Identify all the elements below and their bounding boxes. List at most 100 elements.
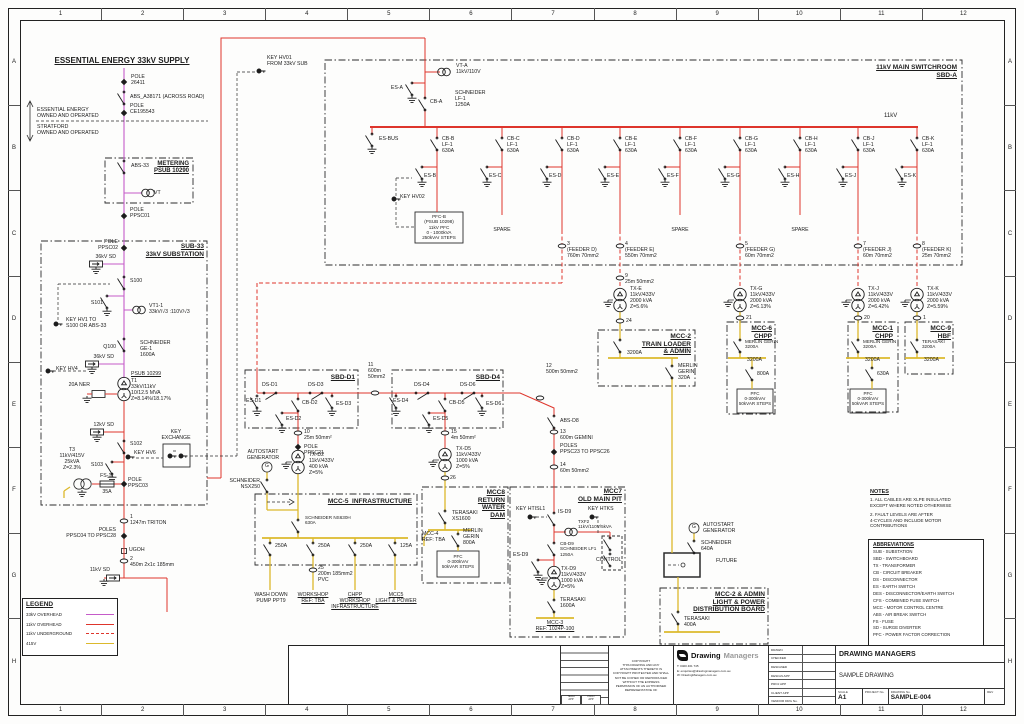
key-hv02-label: KEY HV02: [400, 194, 425, 200]
mcc5-f1-rating: 250A: [275, 543, 288, 549]
sd-36kv-2-label: 36kV SD: [93, 354, 114, 360]
ds-d3-label: DS-D3: [308, 382, 324, 388]
ugoh-label: UGOH: [129, 547, 145, 553]
abbreviation-item-3: CB - CIRCUIT BREAKER: [873, 569, 922, 575]
grid-ref-left-H: H: [11, 658, 17, 665]
pole-ppsc01-label: POLE PPSC01: [130, 207, 150, 220]
abs-33-label: ABS-33: [131, 163, 149, 169]
sd-36kv-1-label: 36kV SD: [95, 254, 116, 260]
key-htisl1-label: KEY HTISL1: [516, 506, 546, 512]
grid-ref-right-B: B: [1004, 106, 1016, 192]
legend-item-2: 11kV UNDERGROUND: [26, 629, 114, 639]
mcc6-feeder-rating: 800A: [757, 371, 770, 377]
autostart-1-label: AUTOSTART GENERATOR: [246, 449, 280, 462]
pole-ce195543-label: POLE CE195543: [130, 103, 155, 116]
cb-d2-label: CB-D2: [302, 400, 318, 406]
key-interlock-lines: [36, 71, 679, 566]
fs11-rating: 35A: [102, 489, 112, 495]
mcc6-box: [726, 321, 776, 415]
grid-ref-bottom-1: 1: [20, 704, 103, 716]
fs11-label: FS-11: [100, 473, 114, 479]
approval-row-6: VENDOR DRG No.: [769, 697, 835, 706]
cable-13-label: 13 600m GEMINI: [560, 429, 593, 442]
grid-ref-top-2: 2: [102, 8, 185, 20]
legend-item-0: 33kV OVERHEAD: [26, 610, 114, 620]
drawing-managers-logo-icon: [677, 650, 688, 661]
abs-d8-label: ABS-D8: [560, 418, 579, 424]
project-no-cell: PROJECT No.: [863, 689, 889, 705]
wires-11kv: [87, 37, 918, 612]
scale-label: SCALE: [838, 690, 848, 694]
mcc1-incomer: MERLIN GERIN 3200A: [863, 339, 897, 350]
es-j-label: ES-J: [845, 173, 857, 179]
rev-cell: REV: [985, 689, 1004, 705]
es-a-label: ES-A: [390, 85, 403, 91]
cb-c-label: CB-C LF-1 630A: [507, 136, 520, 155]
legend-item-label: 33kV OVERHEAD: [26, 612, 62, 618]
cb-j-label: CB-J LF-1 630A: [863, 136, 876, 155]
mcc7-box: [509, 486, 626, 638]
cable-9-label: 9 25m 50mm2: [625, 273, 654, 286]
mcc2-feeder-rating: MERLIN GERIN 320A: [678, 363, 698, 382]
legend-item-label: 415V: [26, 640, 37, 646]
approval-label: PROJ APP: [769, 680, 803, 688]
approval-row-5: CLIENT APP: [769, 688, 835, 698]
es-d4-label: ES-D4: [393, 398, 409, 404]
revision-cell-0: TECH APP: [561, 695, 581, 705]
legend-title: LEGEND: [26, 601, 54, 608]
supply-title: ESSENTIAL ENERGY 33kV SUPPLY: [54, 56, 190, 65]
abbreviations-title: ABBREVIATIONS: [873, 542, 915, 548]
grid-ref-bottom-10: 10: [759, 704, 841, 716]
copyright-block: COPYRIGHT THIS DRAWING AND ANY ATTACHMEN…: [609, 646, 674, 705]
grid-ref-left-G: G: [8, 534, 20, 620]
grid-ref-bottom-11: 11: [841, 704, 923, 716]
notes-block: NOTES 1. ALL CABLES ARE XLPE INSULATED E…: [870, 489, 982, 532]
drawing-title: SAMPLE DRAWING: [836, 663, 1004, 689]
cb-a-rating: SCHNEIDER LF-1 1250A: [455, 90, 486, 109]
copyright-text: COPYRIGHT THIS DRAWING AND ANY ATTACHMEN…: [612, 658, 670, 693]
feeder-e-label: 4 (FEEDER E) 550m 70mm2: [625, 241, 657, 260]
s100-label: S100: [130, 278, 143, 284]
approval-label: DRAWN: [769, 646, 803, 654]
cable-15-label: 15 4m 50mm²: [451, 429, 476, 442]
grid-ref-right-A: A: [1004, 20, 1016, 106]
s101-label: S101: [90, 300, 103, 306]
mcc1-pfc-boxframe: [849, 388, 887, 414]
mcc8-incomer: TERASAKI XS1600: [452, 510, 478, 523]
tx-g-label: TX-G 11kV/433V 2000 kVA Z=6.13%: [750, 286, 775, 311]
s103-label: S103: [90, 462, 103, 468]
pole-26411-label: POLE 26411: [131, 74, 146, 87]
s102-label: S102: [130, 441, 143, 447]
grid-ref-bottom-3: 3: [184, 704, 267, 716]
mcc8-box: [421, 486, 509, 584]
cb-d-label: CB-D LF-1 630A: [567, 136, 580, 155]
cb-a-label: CB-A: [430, 99, 443, 105]
approval-label: CHECKED: [769, 654, 803, 663]
tx-d5-label: TX-D5 11kV/433V 1000 kVA Z=5%: [456, 446, 481, 471]
mcc2-box: [597, 329, 696, 387]
grid-ref-top-5: 5: [348, 8, 431, 20]
drawing-no-value: SAMPLE-004: [890, 694, 931, 701]
grid-ref-bottom-7: 7: [512, 704, 595, 716]
grid-ref-bottom-9: 9: [677, 704, 759, 716]
grid-ref-bottom-12: 12: [960, 707, 967, 713]
feeder-k-label: 8 (FEEDER K) 25m 70mm2: [922, 241, 952, 260]
logo-block: Drawing Managers T: 0400 461 745 E: enqu…: [674, 646, 769, 705]
mcc7-title: MCC7 OLD MAIN PIT: [577, 488, 622, 503]
gen-2-letter: G: [692, 524, 696, 530]
es-d9-label: ES-D9: [513, 552, 529, 558]
approval-row-3: DESIGN APP: [769, 671, 835, 681]
drawing-no-label: DRAWING No.: [890, 690, 911, 694]
grid-ref-bottom-6: 6: [430, 704, 513, 716]
wires-33kv: [98, 68, 142, 378]
cable-25-label: 25 200m 185mm2 PVC: [318, 565, 353, 584]
legend-line-sample: [86, 633, 114, 635]
cable-2-label: 2 450m 2x1c 185mm: [130, 556, 175, 569]
cable-10-label: 10 25m 50mm²: [304, 429, 332, 442]
bus-415v: [262, 357, 945, 633]
legend-line-sample: [86, 623, 114, 625]
mcc6-pfc-label: PFC 0-300kVAr 50kVAR STEPS: [738, 391, 772, 407]
